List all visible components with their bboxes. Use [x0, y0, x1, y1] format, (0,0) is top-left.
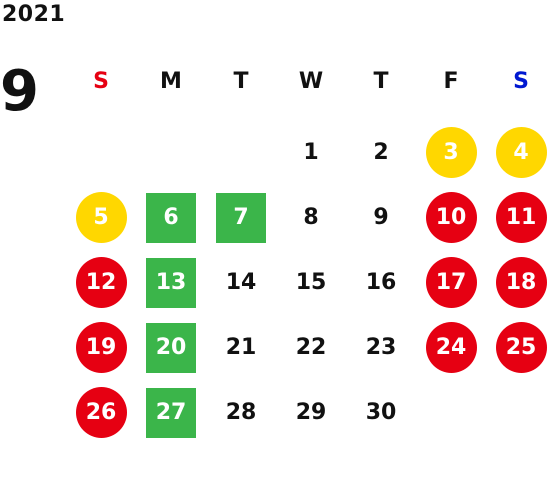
day-number: 30: [365, 400, 397, 425]
weekday-header: M: [160, 68, 182, 94]
day-cell[interactable]: 11: [486, 185, 548, 250]
day-number: 21: [225, 335, 257, 360]
day-cell[interactable]: 14: [206, 250, 276, 315]
day-cell[interactable]: 20: [136, 315, 206, 380]
special-day-marker: 5: [75, 192, 127, 243]
holiday-marker: 11: [495, 192, 547, 243]
day-cell[interactable]: 13: [136, 250, 206, 315]
day-cell[interactable]: 25: [486, 315, 548, 380]
day-cell[interactable]: 19: [66, 315, 136, 380]
day-number: 14: [225, 270, 257, 295]
day-cell[interactable]: 27: [136, 380, 206, 445]
day-cell[interactable]: 6: [136, 185, 206, 250]
weekday-header: S: [93, 68, 109, 94]
day-number: 9: [373, 205, 389, 230]
weekday-header: F: [443, 68, 459, 94]
day-cell[interactable]: 2: [346, 120, 416, 185]
day-cell[interactable]: 22: [276, 315, 346, 380]
day-cell[interactable]: 9: [346, 185, 416, 250]
day-cell[interactable]: 7: [206, 185, 276, 250]
holiday-marker: 19: [75, 322, 127, 373]
holiday-marker: 12: [75, 257, 127, 308]
holiday-marker: 24: [425, 322, 477, 373]
day-cell[interactable]: 29: [276, 380, 346, 445]
holiday-marker: 26: [75, 387, 127, 438]
day-cell[interactable]: 4: [486, 120, 548, 185]
holiday-marker: 25: [495, 322, 547, 373]
weekday-header: T: [373, 68, 389, 94]
day-cell[interactable]: 8: [276, 185, 346, 250]
day-cell[interactable]: 23: [346, 315, 416, 380]
day-cell[interactable]: 5: [66, 185, 136, 250]
day-number: 22: [295, 335, 327, 360]
day-cell[interactable]: 3: [416, 120, 486, 185]
weekday-header: T: [233, 68, 249, 94]
year-label: 2021: [2, 2, 66, 27]
holiday-marker: 17: [425, 257, 477, 308]
day-number: 23: [365, 335, 397, 360]
highlighted-day-marker: 20: [146, 322, 196, 373]
day-cell[interactable]: 17: [416, 250, 486, 315]
special-day-marker: 3: [425, 127, 477, 178]
day-cell[interactable]: 12: [66, 250, 136, 315]
month-number: 9: [0, 59, 39, 124]
day-cell[interactable]: 26: [66, 380, 136, 445]
day-cell[interactable]: 30: [346, 380, 416, 445]
highlighted-day-marker: 7: [216, 192, 266, 243]
holiday-marker: 18: [495, 257, 547, 308]
day-number: 28: [225, 400, 257, 425]
day-cell[interactable]: 15: [276, 250, 346, 315]
day-number: 8: [303, 205, 319, 230]
holiday-marker: 10: [425, 192, 477, 243]
day-cell[interactable]: 24: [416, 315, 486, 380]
day-number: 1: [303, 140, 319, 165]
weekday-header: S: [513, 68, 529, 94]
day-number: 29: [295, 400, 327, 425]
day-cell[interactable]: 1: [276, 120, 346, 185]
day-cell[interactable]: 10: [416, 185, 486, 250]
day-number: 2: [373, 140, 389, 165]
highlighted-day-marker: 6: [146, 192, 196, 243]
day-cell[interactable]: 18: [486, 250, 548, 315]
weekday-header: W: [298, 68, 324, 94]
special-day-marker: 4: [495, 127, 547, 178]
day-cell[interactable]: 28: [206, 380, 276, 445]
day-cell[interactable]: 21: [206, 315, 276, 380]
highlighted-day-marker: 13: [146, 257, 196, 308]
day-number: 15: [295, 270, 327, 295]
highlighted-day-marker: 27: [146, 387, 196, 438]
day-cell[interactable]: 16: [346, 250, 416, 315]
day-number: 16: [365, 270, 397, 295]
